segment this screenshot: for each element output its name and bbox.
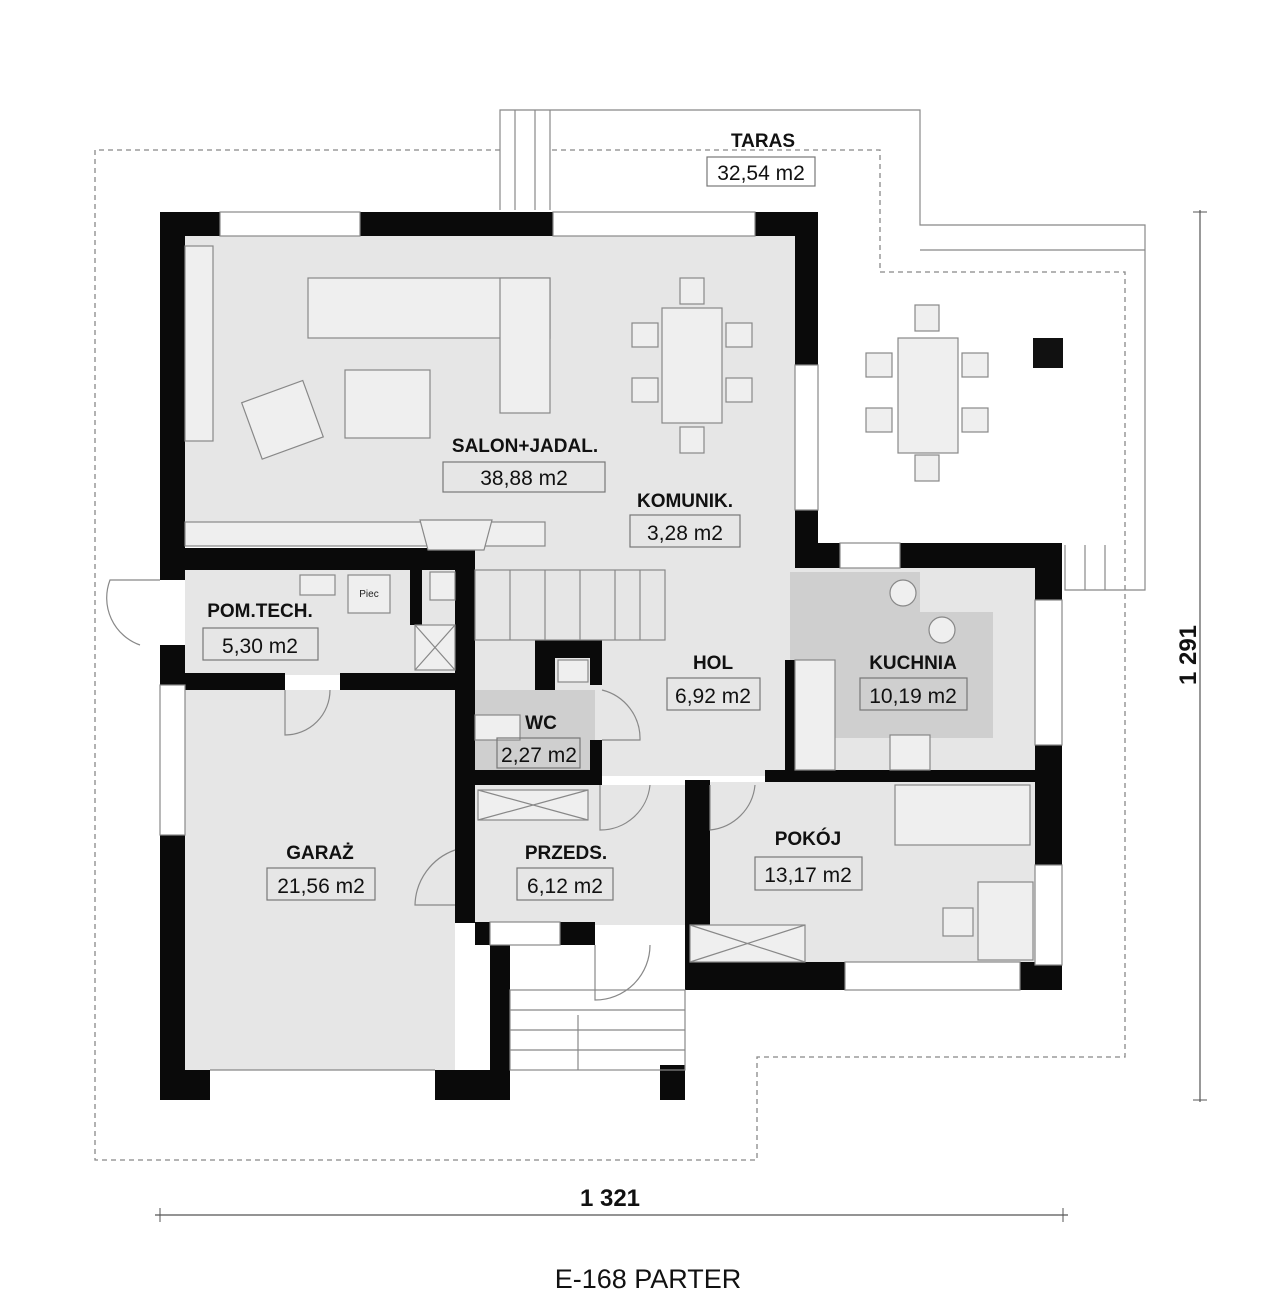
- room-area: 13,17 m2: [764, 864, 852, 887]
- room-name: WC: [525, 713, 557, 734]
- plan-title: E-168 PARTER: [555, 1264, 742, 1294]
- equipment-label-furnace: Piec: [359, 589, 378, 600]
- room-label-hall: HOL 6,92 m2: [666, 653, 761, 711]
- room-label-wc: WC 2,27 m2: [496, 713, 581, 769]
- dimension-width-label: 1 321: [580, 1185, 640, 1212]
- room-name: KOMUNIK.: [637, 491, 733, 512]
- room-name: GARAŻ: [286, 843, 354, 864]
- room-area: 32,54 m2: [717, 162, 805, 185]
- room-label-circulation: KOMUNIK. 3,28 m2: [629, 491, 741, 548]
- room-area: 38,88 m2: [480, 467, 568, 490]
- furniture: [184, 245, 1034, 963]
- terrace-pergola: [499, 109, 1146, 591]
- room-name: POKÓJ: [775, 828, 842, 850]
- dimension-width: 1 321: [155, 1185, 1068, 1222]
- room-label-terrace: TARAS 32,54 m2: [706, 131, 816, 187]
- room-label-living-dining: SALON+JADAL. 38,88 m2: [442, 436, 606, 493]
- doors: [106, 579, 756, 1071]
- room-label-garage: GARAŻ 21,56 m2: [266, 843, 376, 901]
- windows: [159, 211, 1063, 991]
- room-area: 6,12 m2: [527, 875, 603, 898]
- eave-outline: [94, 149, 1126, 1161]
- room-name: HOL: [693, 653, 734, 674]
- room-label-room: POKÓJ 13,17 m2: [754, 828, 863, 891]
- dimension-height-label: 1 291: [1175, 625, 1202, 685]
- room-area: 6,92 m2: [675, 685, 751, 708]
- room-area: 5,30 m2: [222, 635, 298, 658]
- room-name: SALON+JADAL.: [452, 436, 598, 457]
- room-name: KUCHNIA: [869, 653, 957, 674]
- room-label-vestibule: PRZEDS. 6,12 m2: [516, 843, 614, 901]
- room-name: PRZEDS.: [525, 843, 607, 864]
- staircase: [474, 569, 666, 641]
- room-name: POM.TECH.: [207, 601, 313, 622]
- room-area: 2,27 m2: [501, 744, 577, 767]
- room-label-kitchen: KUCHNIA 10,19 m2: [859, 653, 968, 711]
- room-area: 21,56 m2: [277, 875, 365, 898]
- dimension-height: 1 291: [1175, 210, 1207, 1102]
- room-name: TARAS: [731, 131, 795, 152]
- room-label-technical-room: POM.TECH. 5,30 m2: [202, 601, 319, 661]
- room-area: 10,19 m2: [869, 685, 957, 708]
- room-area: 3,28 m2: [647, 522, 723, 545]
- entrance-steps: [509, 989, 686, 1071]
